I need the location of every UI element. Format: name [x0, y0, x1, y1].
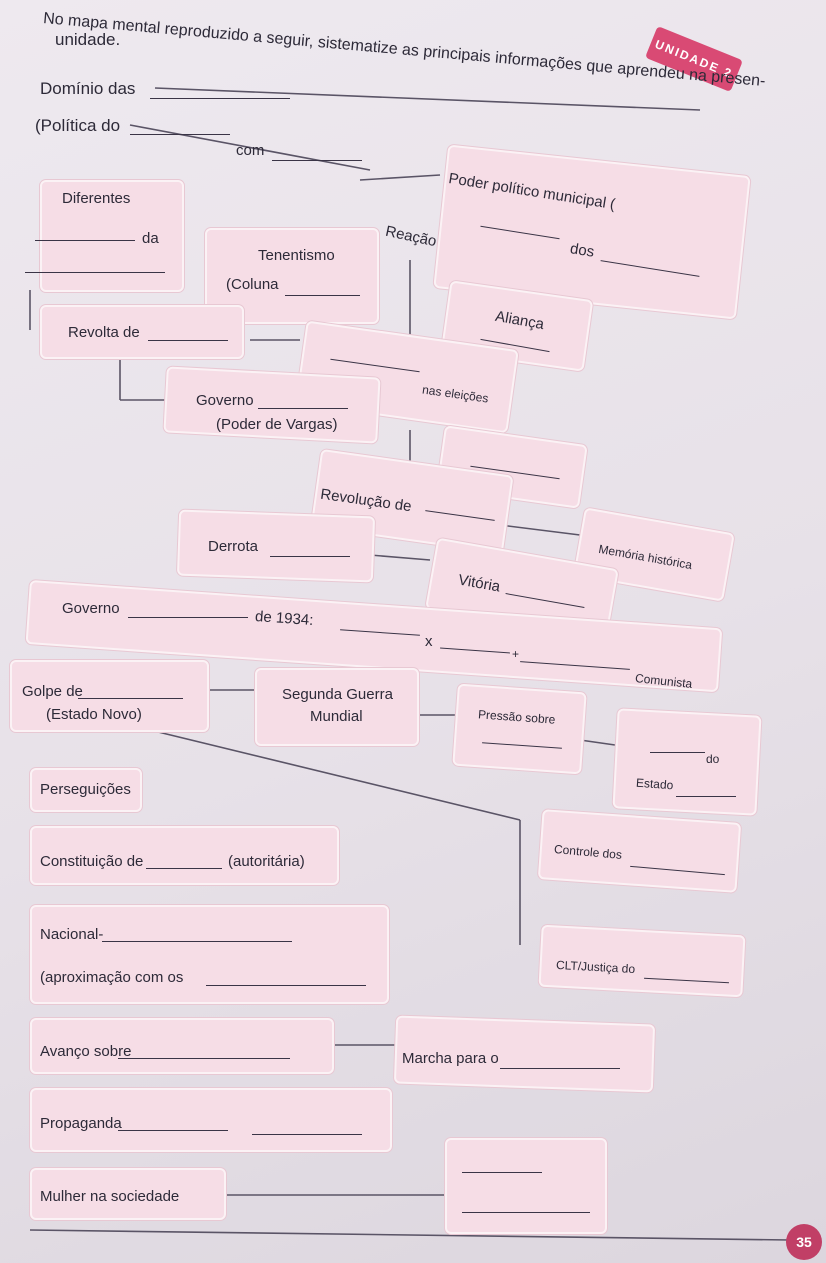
blank-estado-1[interactable]: [650, 752, 705, 753]
marcha-label: Marcha para o: [402, 1050, 499, 1067]
politica-label: (Política do: [35, 116, 121, 135]
plus-label: +: [512, 647, 520, 661]
derrota-box: [176, 509, 376, 583]
blank-golpe[interactable]: [78, 698, 183, 699]
golpe-label: Golpe de: [22, 683, 83, 700]
poder-vargas-label: (Poder de Vargas): [216, 416, 338, 433]
perseguicoes-box: [30, 768, 142, 812]
blank-nacional[interactable]: [102, 941, 292, 942]
propaganda-box: [30, 1088, 392, 1152]
blank-propaganda-2[interactable]: [252, 1134, 362, 1135]
blank-governo2[interactable]: [128, 617, 248, 618]
blank-diferentes-2[interactable]: [25, 272, 165, 273]
constituicao-label: Constituição de: [40, 853, 144, 870]
pressao-box: [452, 683, 587, 775]
governo2-label: Governo: [62, 600, 120, 617]
blank-diferentes-1[interactable]: [35, 240, 135, 241]
derrota-label: Derrota: [208, 538, 259, 555]
constituicao-box: [30, 826, 339, 885]
blank-derrota[interactable]: [270, 556, 350, 557]
perseguicoes-label: Perseguições: [40, 781, 131, 798]
paren-box: [445, 1138, 607, 1234]
blank-revolta[interactable]: [148, 340, 228, 341]
dos-label: dos: [568, 240, 596, 261]
segunda-guerra-box: [255, 668, 419, 746]
revolta-box: [40, 305, 244, 359]
blank-estado-2[interactable]: [676, 796, 736, 797]
blank-politica[interactable]: [130, 134, 230, 135]
unit-word: unidade.: [55, 30, 121, 49]
diferentes-label: Diferentes: [62, 190, 131, 207]
propaganda-label: Propaganda: [40, 1115, 122, 1132]
estado-novo-label: (Estado Novo): [46, 706, 142, 723]
segunda-guerra-label-1: Segunda Guerra: [282, 686, 393, 703]
blank-constituicao[interactable]: [146, 868, 222, 869]
page-number: 35: [786, 1224, 822, 1260]
estado-box: [612, 708, 762, 816]
blank-marcha[interactable]: [500, 1068, 620, 1069]
blank-paren-1[interactable]: [462, 1172, 542, 1173]
diferentes-box: [40, 180, 184, 292]
golpe-box: [10, 660, 209, 732]
nacional-label: Nacional-: [40, 926, 104, 943]
autoritaria-label: (autoritária): [228, 853, 305, 870]
blank-dominio[interactable]: [150, 98, 290, 99]
estado-label: Estado: [635, 775, 674, 793]
tenentismo-label: Tenentismo: [258, 247, 335, 264]
blank-governo[interactable]: [258, 408, 348, 409]
da-label: da: [142, 230, 159, 247]
mulher-box: [30, 1168, 226, 1220]
coluna-label: (Coluna: [226, 276, 279, 293]
blank-coluna[interactable]: [285, 295, 360, 296]
dominio-label: Domínio das: [40, 79, 136, 98]
blank-paren-2[interactable]: [462, 1212, 590, 1213]
com-label: com: [236, 142, 265, 159]
avanco-box: [30, 1018, 334, 1074]
blank-com[interactable]: [272, 160, 362, 161]
avanco-label: Avanço sobre: [40, 1043, 132, 1060]
governo-label: Governo: [196, 392, 254, 409]
nacional-box: [30, 905, 389, 1004]
aproximacao-label: (aproximação com os: [40, 969, 184, 986]
segunda-guerra-label-2: Mundial: [310, 708, 363, 725]
blank-aproximacao[interactable]: [206, 985, 366, 986]
blank-avanco[interactable]: [118, 1058, 290, 1059]
blank-propaganda-1[interactable]: [118, 1130, 228, 1131]
mulher-label: Mulher na sociedade: [40, 1188, 180, 1205]
do-label: do: [706, 752, 720, 766]
revolta-label: Revolta de: [68, 324, 140, 341]
x-label: x: [425, 633, 433, 650]
